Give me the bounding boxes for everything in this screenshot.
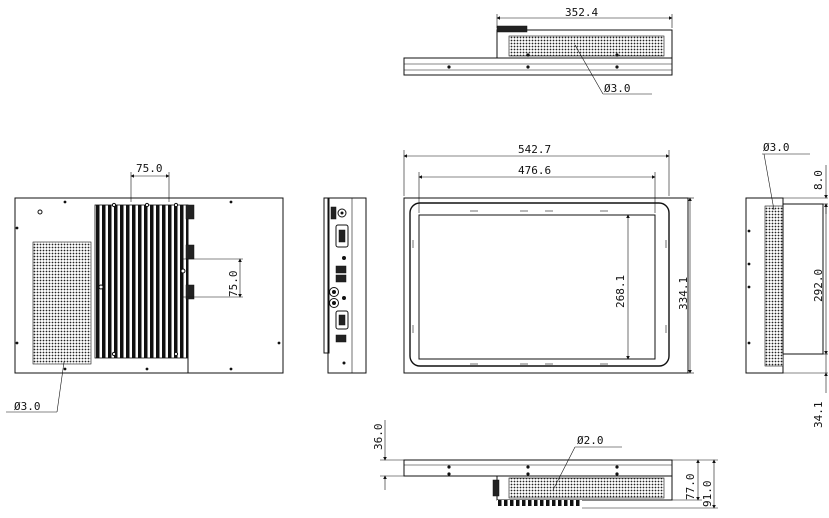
dim-bottom-depth-inner: 77.0 [684, 474, 697, 501]
bottom-view-fins [497, 500, 582, 506]
front-outer-frame [403, 197, 689, 374]
dim-side-hole: Ø3.0 [763, 141, 790, 154]
io-side-outline [327, 197, 367, 374]
right-side-rear-block [782, 203, 824, 355]
rear-view-holes [15, 200, 281, 371]
dim-bottom-left-height: 36.0 [372, 424, 385, 451]
dim-bottom-depth-outer: 91.0 [701, 481, 714, 508]
dim-side-bottom-offset: 34.1 [812, 402, 825, 429]
rear-view-vent [32, 241, 92, 365]
dim-rear-hole: Ø3.0 [14, 400, 41, 413]
rear-view-heatsink [94, 204, 189, 359]
rear-view: 75.0 75.0 Ø3.0 [6, 162, 284, 413]
dim-rear-vesa-h: 75.0 [136, 162, 163, 175]
dim-top-hole: Ø3.0 [604, 82, 631, 95]
dim-front-screen-width: 476.6 [518, 164, 551, 177]
bottom-view-holes [447, 465, 619, 476]
front-view: 542.7 476.6 268.1 334.1 [403, 143, 694, 374]
dim-rear-vesa-v: 75.0 [227, 271, 240, 298]
io-ports [329, 206, 349, 365]
top-view-rear-block [496, 29, 673, 59]
top-view-holes [447, 53, 619, 69]
dim-front-screen-height: 268.1 [614, 275, 627, 308]
right-side-holes [747, 229, 751, 345]
right-side-vent [764, 205, 784, 367]
front-bezel [409, 202, 670, 367]
io-side-view [323, 197, 367, 374]
rear-view-outline [14, 197, 284, 374]
right-side-view: Ø3.0 8.0 292.0 34.1 [745, 141, 828, 429]
dim-front-outer-width: 542.7 [518, 143, 551, 156]
dim-front-outer-height: 334.1 [677, 277, 690, 310]
top-view: 352.4 Ø3.0 [403, 6, 673, 95]
dim-side-height: 292.0 [812, 269, 825, 302]
bottom-view-vent [508, 477, 665, 499]
top-view-vent [508, 35, 665, 57]
bottom-view-body [403, 459, 673, 477]
front-bezel-marks [412, 210, 667, 365]
top-view-body [403, 57, 673, 76]
bottom-view: 36.0 Ø2.0 77.0 91.0 [372, 420, 718, 509]
dim-side-top-offset: 8.0 [812, 170, 825, 190]
dim-bottom-hole: Ø2.0 [577, 434, 604, 447]
front-screen [418, 214, 656, 360]
dim-top-width: 352.4 [565, 6, 598, 19]
